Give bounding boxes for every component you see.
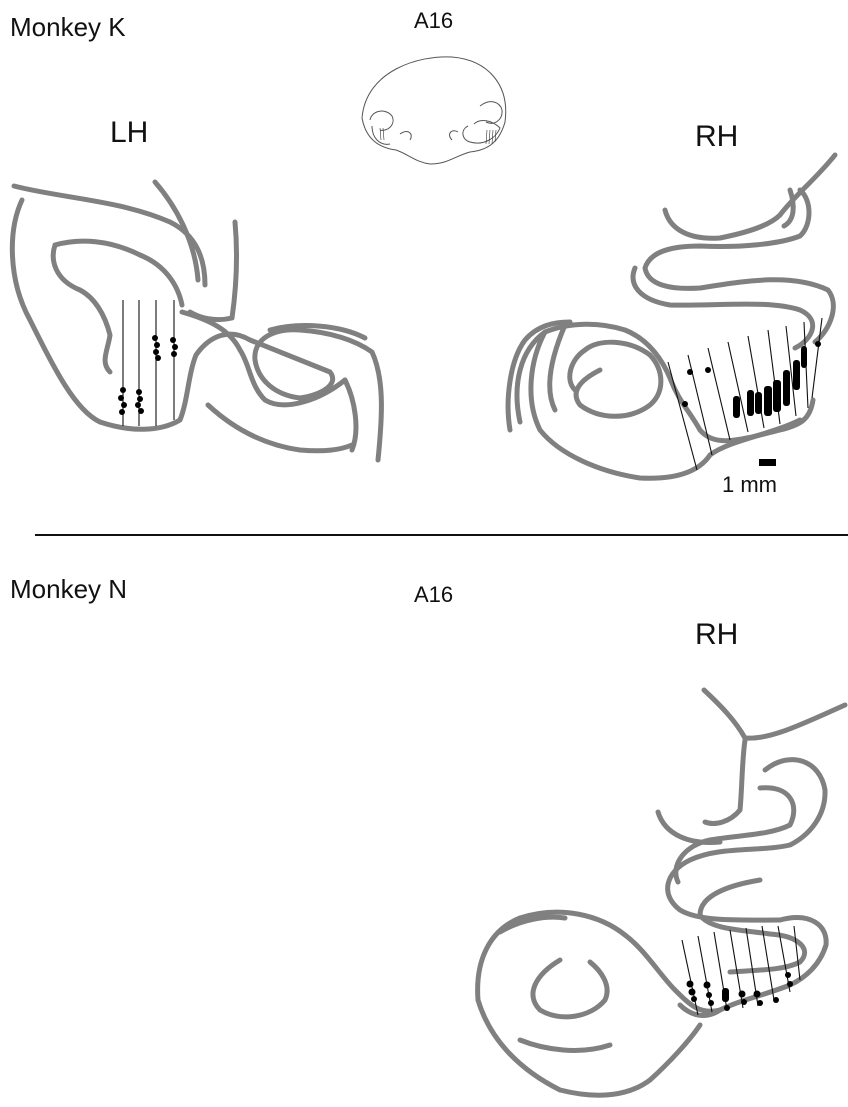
top-lh-cortex (12, 182, 381, 460)
top-rh-recording-sites (682, 341, 821, 418)
brain-thumbnail (362, 57, 506, 164)
scale-bar (759, 459, 776, 466)
top-lh-recording-tracks (123, 300, 174, 426)
top-rh-recording-tracks (668, 318, 822, 470)
top-rh-cortex (508, 155, 835, 478)
top-lh-recording-sites (118, 335, 178, 415)
bottom-rh-cortex (478, 690, 845, 1095)
